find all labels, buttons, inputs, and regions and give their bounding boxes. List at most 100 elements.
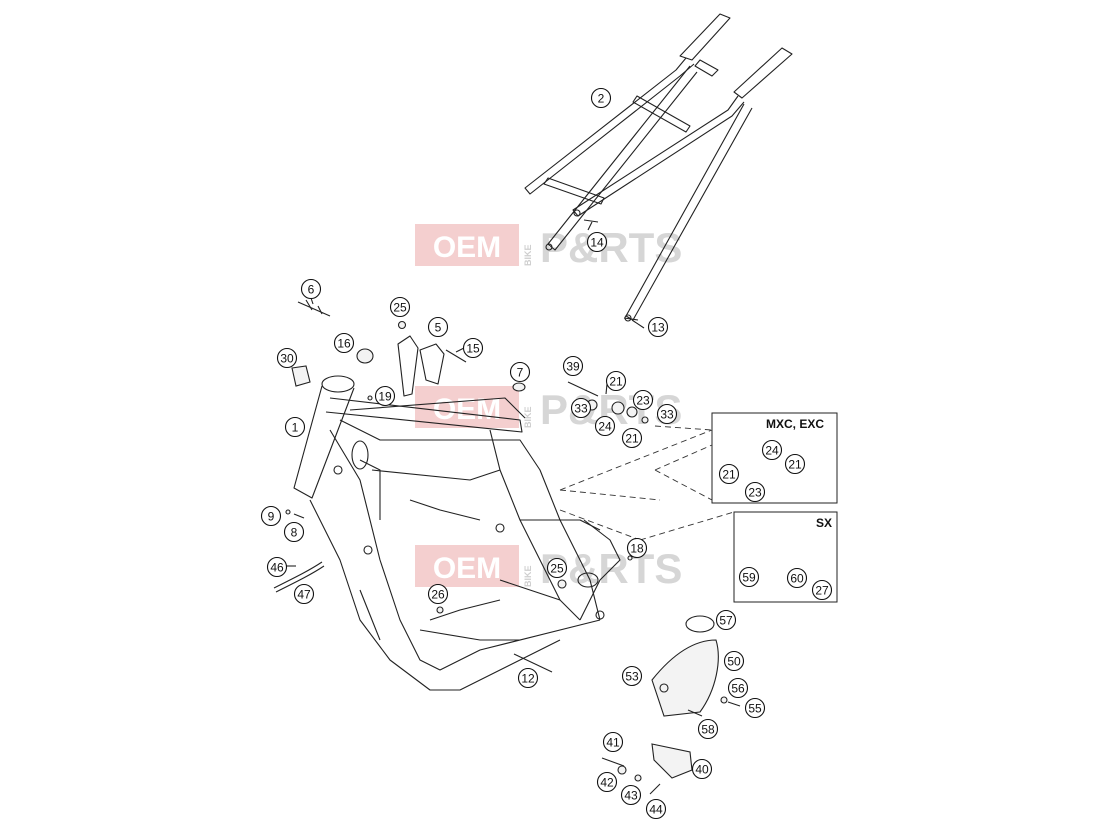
- callout-number: 39: [566, 360, 580, 374]
- callout-number: 16: [337, 337, 351, 351]
- watermark-parts-text: P&RTS: [540, 224, 682, 271]
- callout-number: 50: [727, 655, 741, 669]
- callout-number: 5: [435, 321, 442, 335]
- callout-circle: [300, 278, 322, 300]
- callout-19: 19: [374, 385, 396, 407]
- watermark-bike-text: BIKE: [523, 406, 533, 428]
- callout-number: 19: [378, 390, 392, 404]
- callout-circle: [632, 389, 654, 411]
- callout-number: 23: [636, 394, 650, 408]
- callout-number: 9: [268, 510, 275, 524]
- callout-6: 6: [300, 278, 322, 300]
- callout-circle: [784, 453, 806, 475]
- callout-circle: [596, 771, 618, 793]
- callout-circle: [389, 296, 411, 318]
- callout-number: 56: [731, 682, 745, 696]
- watermark-bike-text: BIKE: [523, 244, 533, 266]
- callout-number: 47: [297, 588, 311, 602]
- callout-circle: [293, 583, 315, 605]
- callout-circle: [786, 567, 808, 589]
- callout-circle: [517, 667, 539, 689]
- mxc-exc-box-label: MXC, EXC: [766, 417, 824, 431]
- callout-50: 50: [723, 650, 745, 672]
- callout-15: 15: [462, 337, 484, 359]
- callout-14: 14: [586, 231, 608, 253]
- callout-circle: [647, 316, 669, 338]
- callout-number: 23: [748, 486, 762, 500]
- subframe-drawing: [524, 13, 793, 322]
- callout-number: 21: [625, 432, 639, 446]
- callout-circle: [284, 416, 306, 438]
- callout-circle: [586, 231, 608, 253]
- callout-21: 21: [605, 370, 627, 392]
- callout-58: 58: [697, 718, 719, 740]
- callout-number: 21: [788, 458, 802, 472]
- callout-number: 25: [393, 301, 407, 315]
- callout-33: 33: [656, 403, 678, 425]
- callout-41: 41: [602, 731, 624, 753]
- callout-circle: [570, 397, 592, 419]
- callout-9: 9: [260, 505, 282, 527]
- callout-number: 40: [695, 763, 709, 777]
- small-parts-drawing: [273, 299, 823, 795]
- callout-circle: [744, 697, 766, 719]
- callout-56: 56: [727, 677, 749, 699]
- callout-number: 59: [742, 571, 756, 585]
- callout-circle: [260, 505, 282, 527]
- callout-circle: [594, 415, 616, 437]
- callout-number: 26: [431, 588, 445, 602]
- callout-circle: [727, 677, 749, 699]
- callout-number: 24: [765, 444, 779, 458]
- callout-57: 57: [715, 609, 737, 631]
- callout-number: 24: [598, 420, 612, 434]
- callout-1: 1: [284, 416, 306, 438]
- callout-number: 2: [598, 92, 605, 106]
- callout-60: 60: [786, 567, 808, 589]
- callout-circle: [374, 385, 396, 407]
- callout-circle: [266, 556, 288, 578]
- callout-number: 33: [660, 408, 674, 422]
- callout-25: 25: [546, 557, 568, 579]
- callout-number: 60: [790, 572, 804, 586]
- callout-27: 27: [811, 579, 833, 601]
- callout-circle: [723, 650, 745, 672]
- callout-39: 39: [562, 355, 584, 377]
- callout-circle: [333, 332, 355, 354]
- callout-8: 8: [283, 521, 305, 543]
- callout-55: 55: [744, 697, 766, 719]
- callout-circle: [621, 665, 643, 687]
- callout-24: 24: [761, 439, 783, 461]
- sx-box-label: SX: [816, 516, 832, 530]
- watermark-bike-text: BIKE: [523, 565, 533, 587]
- callout-number: 44: [649, 803, 663, 817]
- callout-46: 46: [266, 556, 288, 578]
- callout-number: 53: [625, 670, 639, 684]
- callout-number: 6: [308, 283, 315, 297]
- reference-lines: [559, 425, 735, 541]
- callout-number: 1: [292, 421, 299, 435]
- callout-18: 18: [626, 537, 648, 559]
- callout-number: 8: [291, 526, 298, 540]
- callout-2: 2: [590, 87, 612, 109]
- callout-13: 13: [647, 316, 669, 338]
- callout-53: 53: [621, 665, 643, 687]
- callout-number: 7: [517, 366, 524, 380]
- callout-number: 41: [606, 736, 620, 750]
- callout-circle: [590, 87, 612, 109]
- callout-number: 57: [719, 614, 733, 628]
- callout-number: 15: [466, 342, 480, 356]
- callout-44: 44: [645, 798, 667, 820]
- callout-circle: [744, 481, 766, 503]
- callout-number: 25: [550, 562, 564, 576]
- callout-circle: [546, 557, 568, 579]
- callout-number: 33: [574, 402, 588, 416]
- watermark-oem-text: OEM: [433, 552, 501, 585]
- callout-number: 55: [748, 702, 762, 716]
- callout-number: 42: [600, 776, 614, 790]
- callout-circle: [626, 537, 648, 559]
- watermark-oem-text: OEM: [433, 231, 501, 264]
- callout-circle: [605, 370, 627, 392]
- callout-circle: [697, 718, 719, 740]
